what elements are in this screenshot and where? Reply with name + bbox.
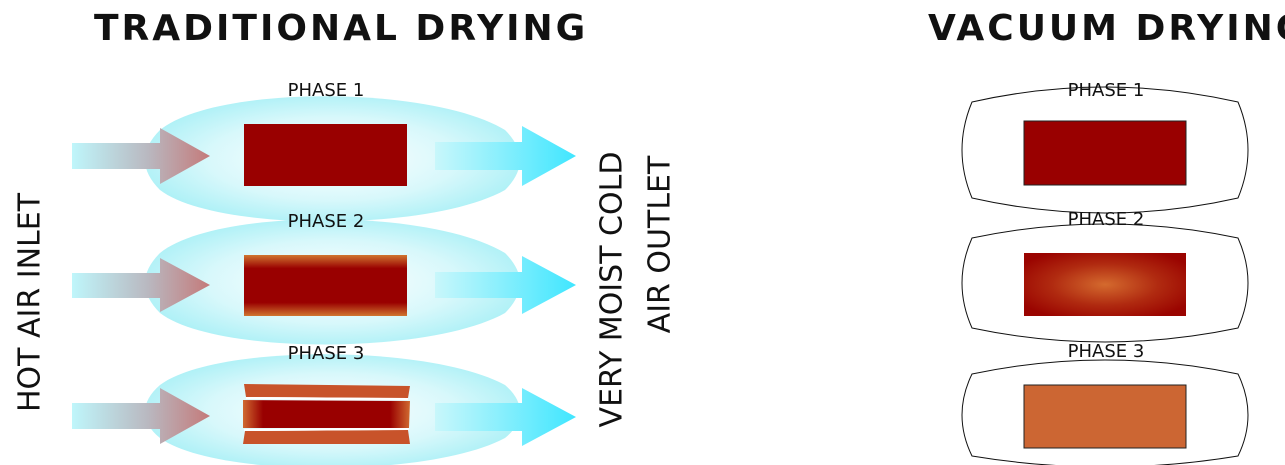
traditional-phase-3 [72, 354, 576, 465]
wood-block [1024, 121, 1186, 185]
vacuum-phase-1-label: PHASE 1 [1068, 80, 1145, 101]
wood-block [244, 255, 407, 316]
vacuum-phase-2 [962, 224, 1248, 342]
traditional-phase-2 [72, 219, 576, 344]
hot-air-inlet-label: HOT AIR INLET [13, 188, 48, 418]
wood-block [1024, 253, 1186, 316]
wood-block [1024, 385, 1186, 448]
wood-block [244, 124, 407, 186]
moist-air-outlet-label-line2: AIR OUTLET [643, 145, 678, 345]
vacuum-phase-2-label: PHASE 2 [1068, 209, 1145, 230]
vacuum-phase-3-label: PHASE 3 [1068, 341, 1145, 362]
moist-air-outlet-label-line1: VERY MOIST COLD [595, 145, 630, 435]
traditional-phase-2-label: PHASE 2 [288, 211, 365, 232]
vacuum-phase-1 [962, 87, 1248, 213]
traditional-phase-1 [72, 96, 576, 221]
vacuum-phase-3 [962, 360, 1248, 465]
traditional-phase-3-label: PHASE 3 [288, 343, 365, 364]
traditional-phase-1-label: PHASE 1 [288, 80, 365, 101]
cracked-wood-block [243, 384, 410, 444]
